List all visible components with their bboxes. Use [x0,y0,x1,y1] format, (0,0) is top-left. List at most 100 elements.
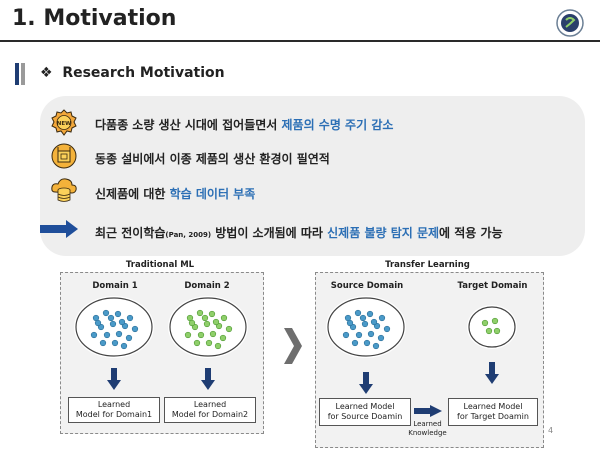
domain-1-label: Domain 1 [92,281,138,291]
section-title-text: Research Motivation [62,65,225,81]
new-badge-icon: NEW [51,109,77,136]
target-domain-data-points [481,317,501,335]
target-model-line1: Learned Model [463,402,523,411]
knowledge-transfer-arrow [414,405,442,417]
bullet-4-citation: (Pan, 2009) [165,231,212,239]
data-point [354,309,362,317]
data-point [212,318,220,326]
page-number: 4 [548,426,554,435]
section-title: ❖ Research Motivation [40,65,225,81]
data-point [378,314,386,322]
bullet-4-text: 최근 전이학습 [95,226,166,240]
data-point [366,310,374,318]
source-domain-label: Source Domain [330,281,404,291]
bullet-1-highlight: 제품의 수명 주기 감소 [281,118,394,132]
source-domain-data-points [342,309,391,350]
data-point [99,339,107,347]
transfer-learning-title: Transfer Learning [385,260,470,270]
model-domain-2-line2: Model for Domain2 [171,410,249,419]
data-point [102,309,110,317]
data-point [209,330,217,338]
arrow-right-icon [40,220,78,238]
data-point [120,342,128,350]
domain-1-data-points [90,309,139,350]
data-point [126,314,134,322]
bullet-1: 다품종 소량 생산 시대에 접어들면서 제품의 수명 주기 감소 [95,116,393,133]
data-point [201,314,209,322]
data-point [367,330,375,338]
bullet-2: 동종 설비에서 이종 제품의 생산 환경이 필연적 [95,150,330,167]
university-logo-icon [556,9,584,37]
model-domain-2-line1: Learned [193,400,227,409]
target-domain-circle [467,305,517,349]
domain-2-data-points [184,309,233,350]
bullet-3-text: 신제품에 대한 [95,187,170,201]
data-point [94,319,102,327]
domain-1-down-arrow [107,368,121,390]
diamond-bullet-icon: ❖ [40,65,53,81]
domain-2-down-arrow [201,368,215,390]
target-model-line2: for Target Doamin [457,412,529,421]
data-point [109,320,117,328]
data-point [370,318,378,326]
data-point [131,325,139,333]
data-point [188,319,196,327]
domain-2-label: Domain 2 [184,281,230,291]
model-domain-1-line2: Model for Domain1 [75,410,153,419]
target-domain-label: Target Domain [457,281,528,291]
data-point [205,339,213,347]
title-divider [0,40,600,42]
data-point [103,331,111,339]
data-point [219,334,227,342]
data-point [383,325,391,333]
source-down-arrow [359,372,373,394]
data-point [361,320,369,328]
chevron-right-icon [284,328,302,364]
bullet-4-highlight: 신제품 불량 탐지 문제 [327,226,440,240]
data-point [485,327,493,335]
product-icon [51,143,77,169]
source-domain-circle [326,296,406,358]
bullet-4-text-middle: 방법이 소개됨에 따라 [211,226,328,240]
data-point [377,334,385,342]
bullet-3: 신제품에 대한 학습 데이터 부족 [95,185,255,202]
bullet-1-text: 다품종 소량 생산 시대에 접어들면서 [95,118,282,132]
data-point [193,339,201,347]
data-point [481,319,489,327]
learned-knowledge-line2: Knowledge [408,429,447,437]
data-point [355,331,363,339]
data-point [196,309,204,317]
cloud-database-icon [51,178,77,202]
data-point [346,319,354,327]
data-point [214,342,222,350]
target-down-arrow [485,362,499,384]
data-point [203,320,211,328]
domain-1-circle [74,296,154,358]
traditional-ml-title: Traditional ML [125,260,195,270]
data-point [118,318,126,326]
data-point [342,331,350,339]
data-point [197,331,205,339]
data-point [107,314,115,322]
data-point [225,325,233,333]
data-point [372,342,380,350]
data-point [363,339,371,347]
source-model-line1: Learned Model [335,402,395,411]
section-accent-bar-secondary [21,63,25,85]
domain-2-circle [168,296,248,358]
bullet-3-highlight: 학습 데이터 부족 [169,187,256,201]
bullet-2-text: 동종 설비에서 이종 제품의 생산 환경이 필연적 [95,152,330,166]
data-point [111,339,119,347]
svg-text:NEW: NEW [57,121,71,127]
data-point [90,331,98,339]
section-accent-bar [15,63,19,85]
data-point [220,314,228,322]
model-domain-1-line1: Learned [97,400,131,409]
data-point [351,339,359,347]
data-point [114,310,122,318]
